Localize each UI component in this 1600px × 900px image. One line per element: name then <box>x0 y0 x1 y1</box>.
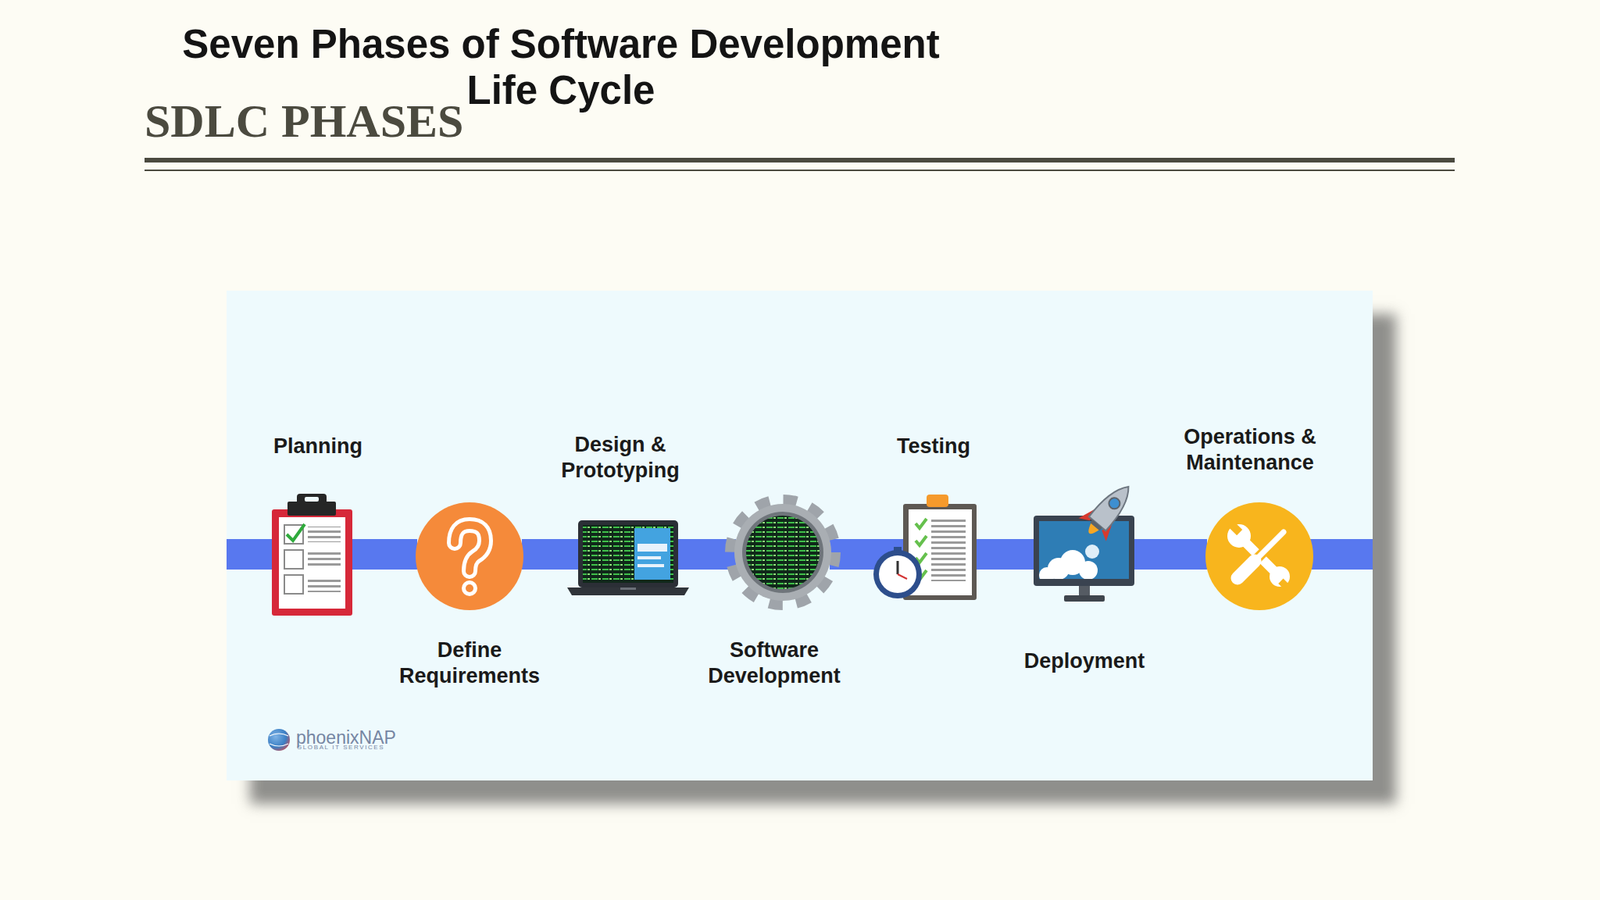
phase-node: Define Requirements <box>417 503 522 609</box>
timeline-band <box>829 539 904 570</box>
phase-label: Planning <box>224 433 412 460</box>
phase-node: Operations & Maintenance <box>1207 503 1312 609</box>
phase-label: Deployment <box>990 648 1179 675</box>
timeline-band <box>678 539 736 570</box>
timeline-band <box>1134 539 1208 570</box>
phase-node: Design & Prototyping <box>578 520 679 595</box>
phase-label: Operations & Maintenance <box>1167 424 1333 476</box>
panel-frame: Seven Phases of Software Development Lif… <box>226 290 1373 781</box>
title-rule <box>144 169 1455 172</box>
phase-label: Testing <box>839 433 1028 460</box>
title-rule <box>144 157 1455 163</box>
timeline-band <box>976 539 1034 570</box>
phase-node: Deployment <box>1033 483 1135 603</box>
phase-label: Define Requirements <box>387 637 552 690</box>
phase-node: Planning <box>271 492 353 616</box>
phase-label: Design & Prototyping <box>538 432 703 484</box>
phase-node: Testing <box>903 493 977 600</box>
brand-tagline: GLOBAL IT SERVICES <box>296 743 385 752</box>
phase-label: Software Development <box>692 637 857 690</box>
slide-title: SDLC PHASES <box>144 97 464 145</box>
timeline-band <box>521 539 579 570</box>
panel-title: Seven Phases of Software Development Lif… <box>158 21 964 114</box>
timeline-band <box>352 539 418 570</box>
phase-node: Software Development <box>735 505 830 600</box>
